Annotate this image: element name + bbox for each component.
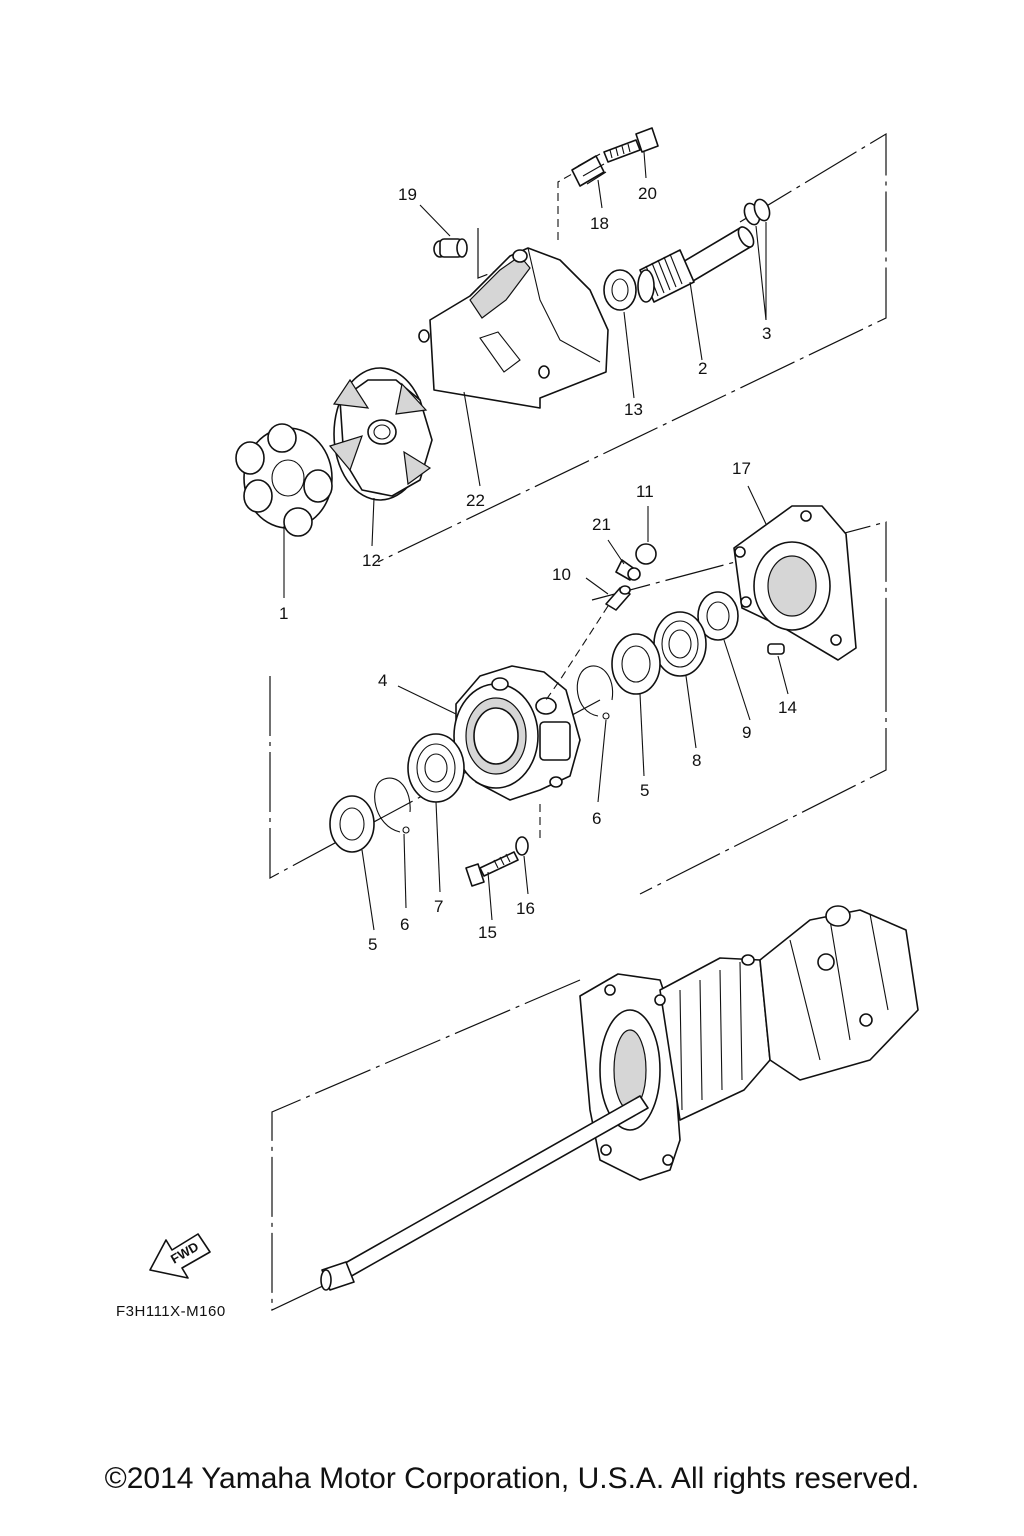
callout-6-lower: 6 [400,915,409,934]
part-6-circlip-lower [374,777,411,834]
part-3-o-rings [743,198,771,226]
callout-17: 17 [732,459,751,478]
drive-shaft [320,1095,649,1291]
callout-6-upper: 6 [592,809,601,828]
part-8-bearing [653,611,707,677]
callout-18: 18 [590,214,609,233]
callout-19: 19 [398,185,417,204]
diagram-code: F3H111X-M160 [116,1303,226,1320]
callout-14: 14 [778,698,797,717]
callout-13: 13 [624,400,643,419]
middle-group-frame [269,521,887,895]
callout-20: 20 [638,184,657,203]
part-19-pin [433,238,468,258]
part-22-cover [418,247,609,409]
part-7-bearing [407,733,465,803]
part-5-oil-seal-lower [329,795,375,853]
part-1-damper [235,423,333,537]
callout-2: 2 [698,359,707,378]
part-16-washer [515,836,529,856]
callout-8: 8 [692,751,701,770]
callout-3: 3 [762,324,771,343]
callout-4: 4 [378,671,387,690]
part-18-nut [571,153,607,187]
callout-11: 11 [636,482,654,501]
part-15-bolt [465,851,519,887]
jet-pump-assembly [579,905,919,1181]
callout-21: 21 [592,515,611,534]
part-2-shaft [637,226,755,303]
part-9-oil-seal [697,591,739,641]
callout-12: 12 [362,551,381,570]
part-10-grease-nipple [605,585,631,611]
callout-15: 15 [478,923,497,942]
part-11-cap [635,543,657,565]
callout-7: 7 [434,897,443,916]
callout-9: 9 [742,723,751,742]
callout-1: 1 [279,604,288,623]
callout-5-lower: 5 [368,935,377,954]
copyright-notice: ©2014 Yamaha Motor Corporation, U.S.A. A… [105,1462,920,1495]
part-14-dowel-pin [767,643,785,655]
callout-22: 22 [466,491,485,510]
part-5-oil-seal-upper [611,633,661,695]
leader-lines [283,151,789,931]
part-12-coupling [328,367,433,501]
callout-labels: 19 18 20 13 2 3 22 12 1 17 11 21 10 14 9… [279,184,797,954]
part-4-bearing-housing [453,665,581,801]
part-20-bolt [603,127,659,163]
part-6-circlip-upper [576,665,614,720]
part-13-collar [603,269,637,311]
fwd-arrow-icon: FWD [149,1233,211,1279]
callout-5-upper: 5 [640,781,649,800]
callout-10: 10 [552,565,571,584]
part-17-housing-cover [733,505,857,661]
callout-16: 16 [516,899,535,918]
part-21-bolt [615,559,641,581]
lower-group-frame [271,979,581,1311]
